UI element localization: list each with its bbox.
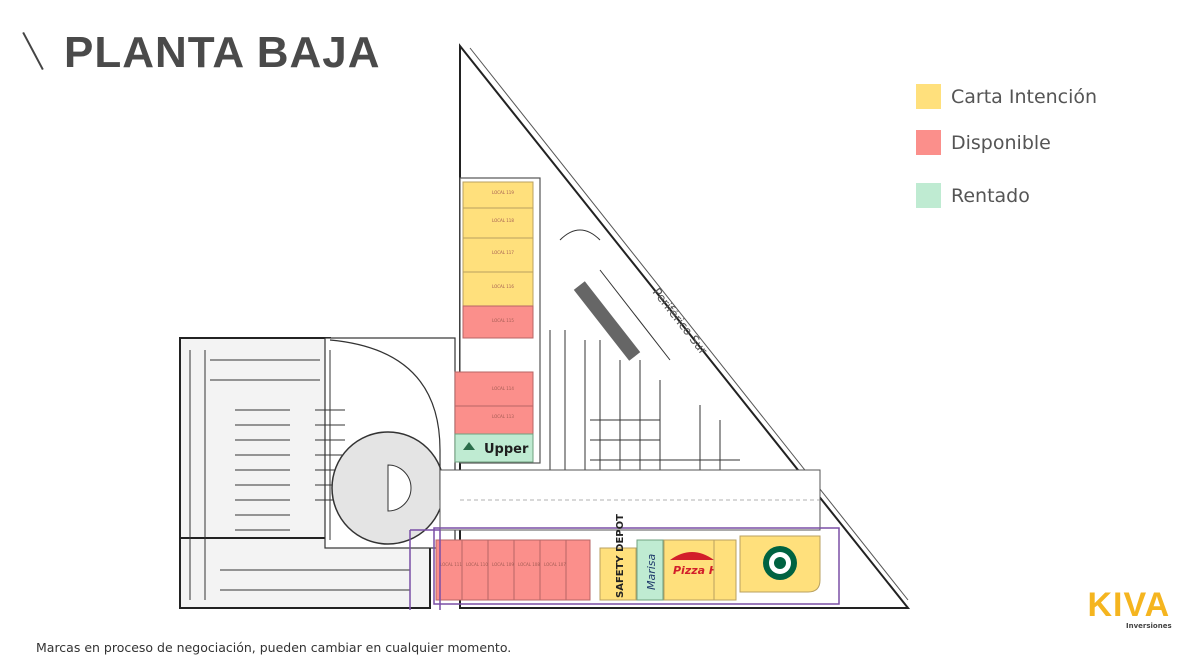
- upper-logo-text: Upper: [484, 442, 529, 457]
- safety-depot-store: [599, 547, 637, 601]
- dark-stalls-row: [573, 281, 641, 361]
- legend-swatch-carta: [916, 84, 941, 109]
- legend-item-rentado: Rentado: [916, 183, 1030, 208]
- south-retail-frame: [433, 527, 840, 605]
- site-inner-edge: [469, 47, 909, 601]
- local-119: [462, 181, 534, 209]
- local-113: [454, 405, 534, 435]
- svg-text:LOCAL 117: LOCAL 117: [492, 250, 514, 255]
- svg-text:LOCAL 114: LOCAL 114: [492, 386, 514, 391]
- svg-text:LOCAL 119: LOCAL 119: [492, 190, 514, 195]
- disponible-row: [435, 539, 591, 601]
- ramp-curve: [329, 339, 441, 500]
- legend-label-carta: Carta Intención: [951, 85, 1098, 108]
- pizza-hut-store: [663, 539, 715, 601]
- svg-text:LOCAL 115: LOCAL 115: [492, 318, 514, 323]
- upper-logo-icon: [463, 442, 475, 450]
- svg-text:LOCAL 107: LOCAL 107: [544, 562, 566, 567]
- legend-swatch-disponible: [916, 130, 941, 155]
- svg-text:LOCAL 116: LOCAL 116: [492, 284, 514, 289]
- parking-south: [179, 537, 431, 609]
- safety-depot-logo: SAFETY DEPOT: [615, 514, 626, 598]
- local-116: [462, 271, 534, 307]
- roundabout-core: [387, 464, 412, 512]
- marisa-store: [636, 539, 664, 601]
- svg-text:LOCAL 108: LOCAL 108: [518, 562, 540, 567]
- svg-text:LOCAL 111: LOCAL 111: [440, 562, 462, 567]
- local-118: [462, 207, 534, 239]
- parking-stalls: [189, 350, 410, 600]
- footnote: Marcas en proceso de negociación, pueden…: [36, 640, 512, 655]
- kiva-logo-word: KIVA: [1087, 586, 1171, 624]
- svg-text:LOCAL 110: LOCAL 110: [466, 562, 488, 567]
- local-117: [462, 237, 534, 273]
- marisa-logo: Marisa: [645, 553, 658, 590]
- unit-labels-south: LOCAL 111 LOCAL 110 LOCAL 109 LOCAL 108 LO…: [440, 562, 566, 567]
- legend-label-rentado: Rentado: [951, 184, 1030, 207]
- svg-text:LOCAL 109: LOCAL 109: [492, 562, 514, 567]
- svg-text:LOCAL 113: LOCAL 113: [492, 414, 514, 419]
- purple-boundary: [409, 529, 441, 610]
- legend-item-carta: Carta Intención: [916, 84, 1097, 109]
- kiva-logo-sub: Inversiones: [1126, 622, 1172, 630]
- local-pad: [713, 539, 737, 601]
- local-114: [454, 371, 534, 407]
- local-115: [462, 305, 534, 339]
- legend-label-disponible: Disponible: [951, 131, 1051, 154]
- legend-swatch-rentado: [916, 183, 941, 208]
- page-title: PLANTA BAJA: [64, 28, 381, 77]
- kiva-logo: KIVA Inversiones: [1086, 586, 1172, 630]
- pizza-hut-roof-icon: [670, 552, 714, 560]
- east-parking: [549, 229, 740, 470]
- legend-item-disponible: Disponible: [916, 130, 1051, 155]
- svg-text:LOCAL 118: LOCAL 118: [492, 218, 514, 223]
- starbucks-logo-center: [774, 557, 786, 569]
